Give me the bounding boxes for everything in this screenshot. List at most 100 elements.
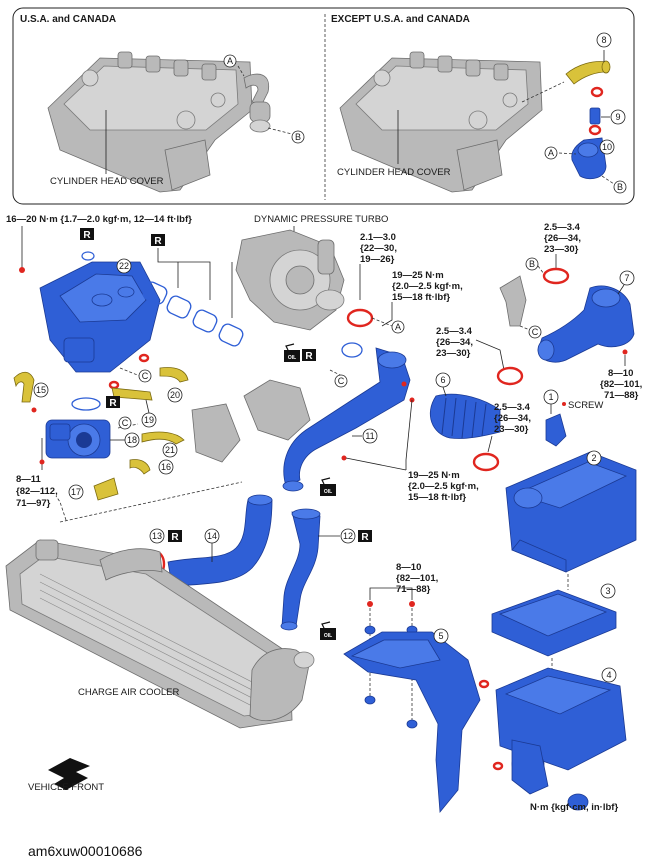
callout-8 — [596, 32, 612, 48]
clamp-top-right — [542, 267, 570, 285]
callout-19-text: 19 — [144, 415, 154, 425]
replace-badge-turbo-outlet — [302, 349, 316, 361]
torque-clamp-top-l2: {26—34, — [544, 233, 581, 244]
replace-badge-oring-text: R — [83, 230, 91, 241]
replace-badge-12-text: R — [361, 532, 369, 543]
leader-clamp-left — [475, 339, 505, 371]
clamp-19 — [138, 353, 150, 363]
callout-3-text: 3 — [605, 586, 610, 596]
bolt-pipe-11-left — [341, 455, 347, 461]
torque-turbo-small-l1: 2.1—3.0 — [360, 232, 396, 243]
torque-8-11-l2: {82—112, — [16, 486, 58, 497]
bushing-left-bottom — [364, 695, 376, 705]
bushing-left-top — [364, 625, 376, 635]
letter-b-right — [613, 180, 627, 194]
letter-c-lower — [118, 416, 132, 430]
bolt-duct-7 — [622, 349, 628, 355]
leader-6 — [442, 386, 447, 397]
replace-badge-13-text: R — [171, 532, 179, 543]
leader-a-main — [371, 317, 393, 327]
callout-7 — [619, 270, 635, 286]
callout-7-text: 7 — [624, 273, 629, 283]
charge-air-cooler — [5, 539, 315, 729]
svg-text:OIL: OIL — [288, 355, 296, 361]
replace-badge-13 — [168, 530, 182, 542]
callout-11-text: 11 — [365, 431, 374, 441]
svg-text:OIL: OIL — [324, 489, 332, 495]
callout-20 — [167, 387, 183, 403]
callout-21-text: 21 — [165, 445, 175, 455]
torque-8-11-l3: 71—97} — [16, 498, 51, 509]
callout-14-text: 14 — [207, 531, 217, 541]
torque-mid-l1: 19—25 N·m — [408, 470, 460, 481]
callout-3 — [600, 583, 616, 599]
o-ring-throttle — [71, 397, 101, 411]
cylinder-head-cover-right — [339, 51, 543, 193]
cylinder-head-cover-left — [47, 51, 253, 193]
replace-badge-turbo-outlet-text: R — [305, 351, 313, 362]
callout-12 — [340, 528, 356, 544]
callout-18-text: 18 — [127, 435, 137, 445]
torque-clamp-left-l1: 2.5—3.4 — [436, 326, 473, 337]
letter-c-right-text: C — [532, 327, 539, 337]
letter-a-right-text: A — [548, 148, 554, 158]
torque-lower-8-10-l1: 8—10 — [396, 562, 421, 573]
callout-2-text: 2 — [591, 453, 596, 463]
torque-right-8-10-l1: 8—10 — [608, 368, 633, 379]
bolt-duct-5-right — [409, 601, 415, 607]
letter-b-left — [291, 130, 305, 144]
leader-c-left — [119, 367, 141, 377]
callout-2 — [586, 450, 602, 466]
charge-air-pipe-12 — [280, 508, 321, 631]
letter-b-right-text: B — [617, 182, 623, 192]
torque-mid-l3: 15—18 ft·lbf} — [408, 492, 466, 503]
letter-c-main — [334, 374, 348, 388]
bushing-right-bottom — [406, 719, 418, 729]
breather-hose-right-8 — [565, 60, 611, 85]
clamp-right-bottom — [588, 124, 602, 136]
right-panel-caption: CYLINDER HEAD COVER — [337, 167, 451, 178]
letter-c-left-text: C — [142, 371, 149, 381]
torque-turbo-small-l2: {22—30, — [360, 243, 397, 254]
callout-10-text: 10 — [602, 142, 612, 152]
intake-manifold-22 — [39, 261, 161, 373]
breather-pipe-10 — [571, 137, 607, 180]
callout-22-text: 22 — [119, 261, 129, 271]
letter-c-left — [138, 369, 152, 383]
torque-right-8-10-l3: 71—88} — [604, 390, 639, 401]
left-panel-header: U.S.A. and CANADA — [20, 14, 116, 25]
charge-air-pipe-11 — [282, 347, 411, 492]
callout-15 — [33, 382, 49, 398]
air-hose-6 — [430, 393, 501, 439]
dynamic-pressure-turbo — [235, 229, 345, 331]
callout-4-text: 4 — [606, 670, 611, 680]
leader-gaskets — [157, 248, 211, 300]
air-filter-element-3 — [491, 589, 617, 657]
torque-turbo-small-l3: 19—26} — [360, 254, 395, 265]
hose-21 — [141, 431, 185, 445]
letter-a-left — [223, 54, 237, 68]
letter-a-main-text: A — [395, 322, 401, 332]
torque-intake-manifold: 16—20 N·m {1.7—2.0 kgf·m, 12—14 ft·lbf} — [6, 214, 192, 225]
callout-5-text: 5 — [438, 631, 443, 641]
replace-badge-throttle-text: R — [109, 398, 117, 409]
leader-a-right — [558, 152, 577, 155]
replace-badge-gaskets — [151, 234, 165, 246]
torque-clamp-left-l3: 23—30} — [436, 348, 471, 359]
callout-16 — [158, 459, 174, 475]
svg-text:OIL: OIL — [324, 633, 332, 639]
air-cleaner-case-4 — [495, 667, 627, 795]
bolt-throttle — [39, 459, 45, 465]
fresh-air-duct-5 — [343, 631, 481, 814]
leader-19 — [145, 399, 150, 414]
leader-b-main — [537, 265, 545, 275]
letter-a-main — [391, 320, 405, 334]
callout-17 — [68, 484, 84, 500]
callout-17-text: 17 — [71, 487, 81, 497]
fresh-air-duct-7 — [537, 285, 635, 363]
leader-clamp-mid — [487, 435, 493, 453]
replace-badge-throttle — [106, 396, 120, 408]
hose-16 — [129, 459, 151, 475]
leader-b-right — [601, 175, 615, 185]
